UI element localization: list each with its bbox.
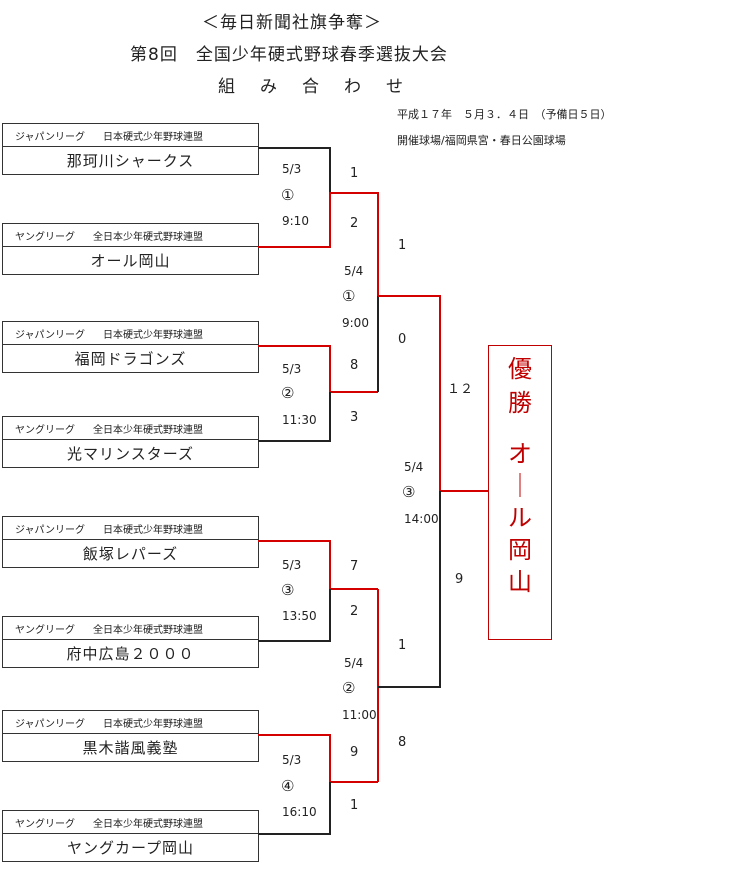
- league-org: 全日本少年硬式野球連盟: [93, 424, 203, 436]
- score: 3: [350, 410, 359, 425]
- team-name: 福岡ドラゴンズ: [74, 350, 187, 368]
- team-box-5: ジャパンリーグ 日本硬式少年野球連盟 飯塚レパーズ: [2, 516, 259, 568]
- game-time: 14:00: [404, 512, 439, 526]
- team-box-1: ジャパンリーグ 日本硬式少年野球連盟 那珂川シャークス: [2, 123, 259, 175]
- game-date: 5/3: [282, 162, 302, 176]
- game-time: 11:00: [342, 708, 377, 722]
- game-time: 9:00: [342, 316, 369, 330]
- score: 1: [350, 166, 359, 181]
- league-label: ヤングリーグ: [15, 231, 75, 243]
- team-name: 黒木諧風義塾: [82, 739, 179, 757]
- schedule-date: 平成１７年 ５月３．４日 （予備日５日）: [397, 108, 612, 121]
- team-name: 飯塚レパーズ: [82, 545, 179, 563]
- game-time: 11:30: [282, 413, 317, 427]
- game-time: 13:50: [282, 609, 317, 623]
- game-number: ②: [281, 384, 295, 402]
- league-org: 全日本少年硬式野球連盟: [93, 231, 203, 243]
- league-org: 日本硬式少年野球連盟: [103, 329, 203, 341]
- team-name: 府中広島２０００: [66, 645, 195, 663]
- league-org: 日本硬式少年野球連盟: [103, 131, 203, 143]
- game-number: ③: [281, 581, 295, 599]
- bracket-line: [258, 392, 331, 442]
- bracket-winner-line: [378, 295, 488, 492]
- game-date: 5/4: [344, 656, 364, 670]
- bracket-line: [258, 147, 331, 193]
- league-label: ヤングリーグ: [15, 424, 75, 436]
- score: 8: [350, 358, 359, 373]
- bracket-line: [378, 491, 441, 688]
- game-date: 5/3: [282, 362, 302, 376]
- score: 2: [350, 604, 359, 619]
- score: １２: [447, 382, 474, 397]
- league-label: ジャパンリーグ: [15, 131, 85, 143]
- champion-label: 優勝: [508, 355, 532, 417]
- score: 9: [455, 572, 464, 587]
- league-org: 日本硬式少年野球連盟: [103, 524, 203, 536]
- game-date: 5/3: [282, 753, 302, 767]
- team-box-4: ヤングリーグ 全日本少年硬式野球連盟 光マリンスターズ: [2, 416, 259, 468]
- game-time: 9:10: [282, 214, 309, 228]
- title-tournament: 第8回 全国少年硬式野球春季選抜大会: [130, 45, 448, 65]
- team-name: オール岡山: [90, 252, 171, 270]
- team-name: ヤングカープ岡山: [66, 839, 195, 857]
- game-date: 5/4: [344, 264, 364, 278]
- league-org: 全日本少年硬式野球連盟: [93, 818, 203, 830]
- title-cup: ＜毎日新聞社旗争奪＞: [202, 13, 382, 33]
- score: 2: [350, 216, 359, 231]
- team-box-7: ジャパンリーグ 日本硬式少年野球連盟 黒木諧風義塾: [2, 710, 259, 762]
- score: 1: [398, 638, 407, 653]
- team-box-2: ヤングリーグ 全日本少年硬式野球連盟 オール岡山: [2, 223, 259, 275]
- bracket-winner-line: [258, 192, 379, 296]
- game-number: ①: [342, 287, 356, 305]
- game-number: ②: [342, 679, 356, 697]
- champion-team: オ｜ル岡山: [508, 440, 532, 596]
- score: 7: [350, 559, 359, 574]
- bracket-winner-line: [258, 734, 378, 783]
- league-org: 日本硬式少年野球連盟: [103, 718, 203, 730]
- game-date: 5/3: [282, 558, 302, 572]
- league-org: 全日本少年硬式野球連盟: [93, 624, 203, 636]
- bracket-line: [258, 589, 331, 642]
- game-time: 16:10: [282, 805, 317, 819]
- bracket-winner-line: [258, 345, 378, 393]
- score: 1: [398, 238, 407, 253]
- league-label: ジャパンリーグ: [15, 718, 85, 730]
- game-number: ④: [281, 777, 295, 795]
- team-name: 光マリンスターズ: [67, 445, 194, 463]
- title-bracket: 組 み 合 わ せ: [218, 77, 407, 97]
- team-box-8: ヤングリーグ 全日本少年硬式野球連盟 ヤングカープ岡山: [2, 810, 259, 862]
- champion-box: 優勝 オ｜ル岡山: [488, 345, 552, 640]
- venue-text: 開催球場/福岡県宮・春日公園球場: [397, 134, 566, 147]
- team-name: 那珂川シャークス: [66, 152, 195, 170]
- team-box-3: ジャパンリーグ 日本硬式少年野球連盟 福岡ドラゴンズ: [2, 321, 259, 373]
- bracket-line: [258, 782, 331, 835]
- league-label: ヤングリーグ: [15, 624, 75, 636]
- score: 0: [398, 332, 407, 347]
- league-label: ジャパンリーグ: [15, 524, 85, 536]
- league-label: ジャパンリーグ: [15, 329, 85, 341]
- bracket-winner-line: [258, 540, 378, 590]
- score: 9: [350, 745, 359, 760]
- score: 1: [350, 798, 359, 813]
- game-number: ①: [281, 186, 295, 204]
- league-label: ヤングリーグ: [15, 818, 75, 830]
- score: 8: [398, 735, 407, 750]
- game-date: 5/4: [404, 460, 424, 474]
- game-number: ③: [402, 483, 416, 501]
